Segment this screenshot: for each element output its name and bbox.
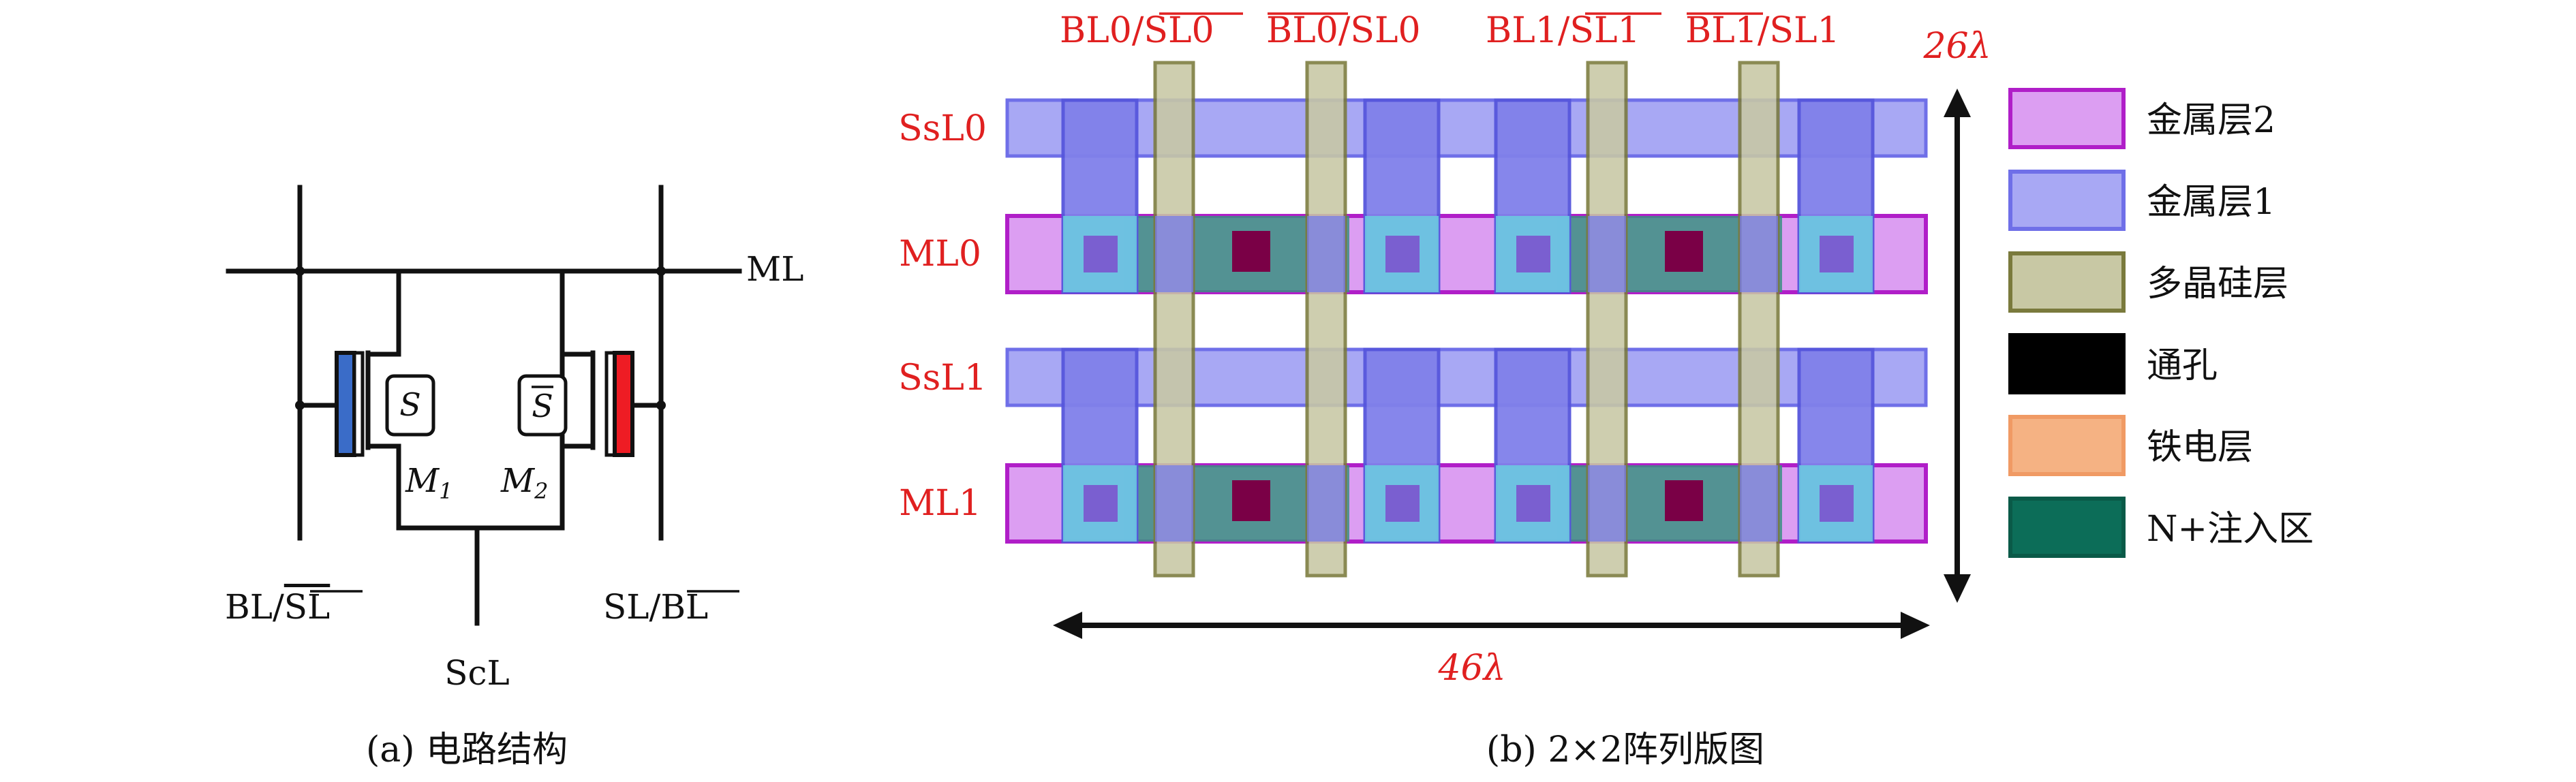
row-label-ssl0: SsL0	[898, 108, 987, 149]
s-bar-state-label: S	[532, 388, 553, 424]
col-label-bl1-sl1-bar: BL1/SL1	[1486, 10, 1640, 51]
m1-drain-wire	[365, 268, 401, 357]
metal1-gate-straps	[1155, 216, 1778, 542]
caption-a: (a) 电路结构	[366, 730, 568, 770]
junction-dot	[656, 266, 666, 276]
s-bar-state-box	[517, 374, 568, 437]
m1-source-wire	[365, 268, 565, 531]
col-label-bl1-bar-sl1: BL1/SL1	[1685, 10, 1840, 51]
m2-label: M2	[500, 462, 549, 504]
col-label-bl0-sl0-bar: BL0/SL0	[1060, 10, 1214, 51]
s-state-label: S	[399, 386, 421, 423]
legend-label: 金属层2	[2147, 100, 2275, 141]
junction-dot	[656, 401, 666, 410]
legend-swatch	[2008, 333, 2126, 394]
height-dimension: 26λ	[1922, 26, 1991, 603]
column-labels: BL0/SL0 BL0/SL0 BL1/SL1 BL1/SL1	[1060, 10, 1840, 51]
center-vias	[1232, 231, 1703, 521]
junction-dot	[295, 266, 305, 276]
legend-label: 金属层1	[2147, 182, 2275, 223]
width-label: 46λ	[1437, 648, 1505, 689]
caption-b: (b) 2×2阵列版图	[1486, 730, 1764, 770]
s-state-box	[385, 374, 435, 437]
sl-bl-bar-label: SL/BL	[603, 587, 708, 627]
legend-label: 多晶硅层	[2147, 264, 2288, 304]
col-label-bl0-bar-sl0: BL0/SL0	[1266, 10, 1421, 51]
legend-swatch	[2008, 88, 2126, 149]
legend-swatch	[2008, 251, 2126, 313]
legend-swatch	[2008, 415, 2126, 476]
m2-ferroelectric-gate	[613, 351, 634, 457]
ml-label: ML	[746, 249, 803, 289]
height-label: 26λ	[1922, 26, 1991, 67]
junction-dot	[295, 401, 305, 410]
row-label-ml1: ML1	[899, 483, 981, 524]
legend-swatch	[2008, 170, 2126, 231]
width-dimension: 46λ	[1053, 612, 1930, 689]
diffusion-pads	[1063, 216, 1873, 542]
bl-sl-bar-label: BL/SL	[225, 587, 330, 627]
m1-label: M1	[405, 462, 453, 504]
legend-label: N+注入区	[2147, 509, 2314, 550]
row-labels: SsL0 ML0 SsL1 ML1	[898, 108, 987, 524]
legend-swatch	[2008, 497, 2126, 558]
legend-label: 通孔	[2147, 345, 2218, 386]
ssl1-metal1-rail	[1005, 347, 1928, 407]
legend-label: 铁电层	[2147, 427, 2253, 468]
m1-gate-oxide	[352, 351, 365, 457]
m1-ferroelectric-gate	[335, 351, 356, 457]
layout-diagram	[1005, 61, 1928, 578]
row-label-ssl1: SsL1	[898, 358, 987, 398]
scl-label: ScL	[444, 653, 509, 693]
ssl0-metal1-rail	[1005, 98, 1928, 158]
row-label-ml0: ML0	[899, 234, 981, 275]
contact-squares	[1084, 236, 1854, 522]
